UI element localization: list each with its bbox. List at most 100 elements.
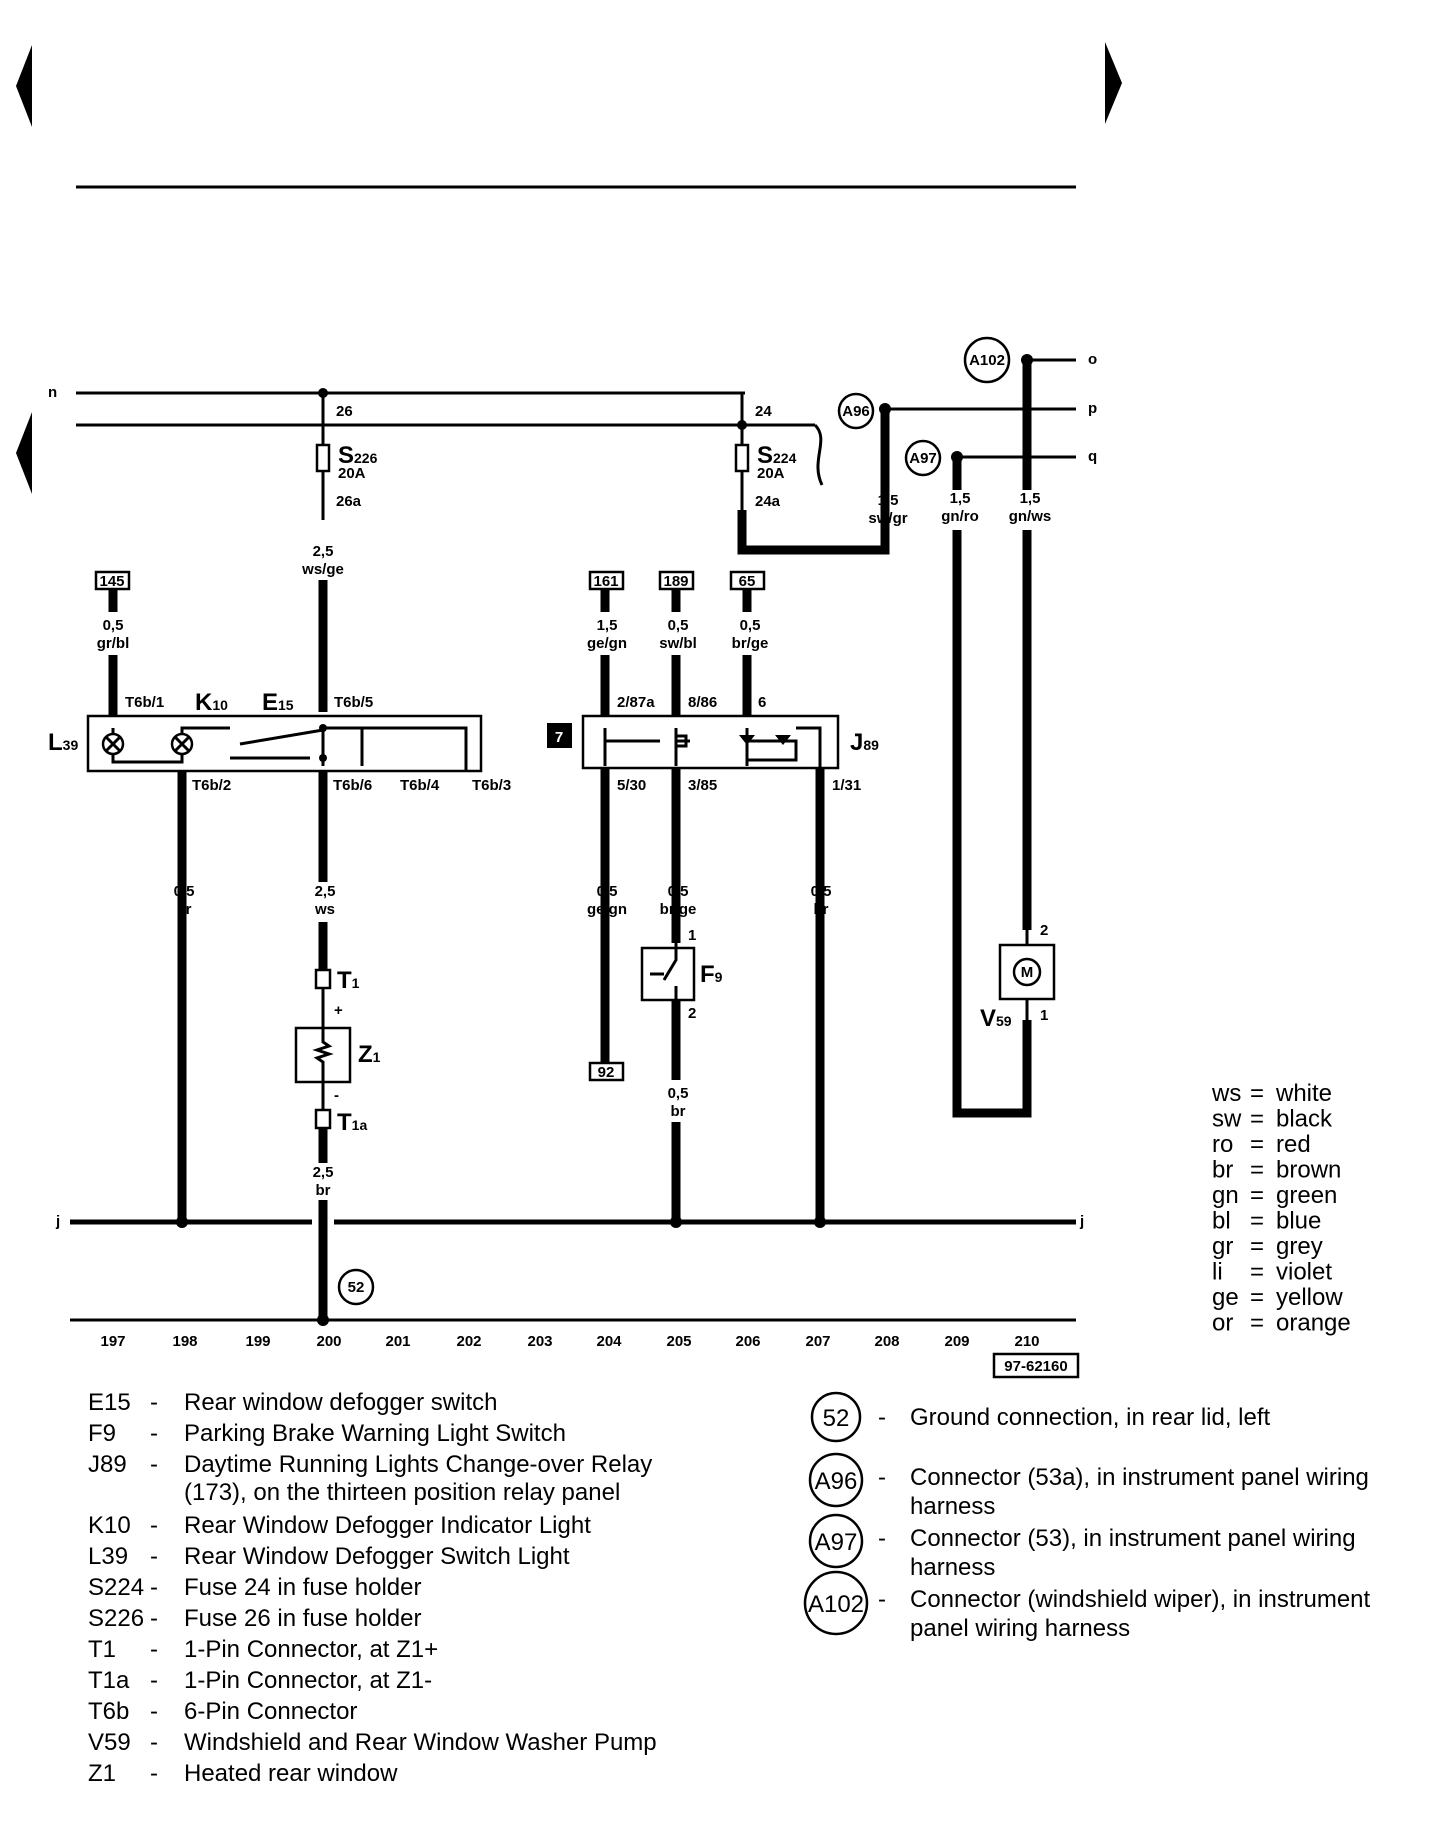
color-name: white — [1275, 1080, 1332, 1107]
connector-legend-circle — [808, 1513, 864, 1569]
v59-label-main: V — [980, 1005, 996, 1032]
color-code: bl — [1212, 1208, 1231, 1235]
connector-legend-code: 52 — [823, 1405, 850, 1432]
pin-6: 6 — [758, 694, 766, 711]
w-swgr-color: sw/gr — [868, 510, 907, 527]
color-name: violet — [1276, 1259, 1332, 1286]
w-gnws-color: gn/ws — [1009, 508, 1052, 525]
w-131-color: br — [814, 901, 829, 918]
legend-code: F9 — [88, 1420, 116, 1447]
w-530-color: ge/gn — [587, 901, 627, 918]
pin-385: 3/85 — [688, 777, 717, 794]
color-legend: ws=whitesw=blackro=redbr=browngn=greenbl… — [1211, 1080, 1351, 1337]
color-name: grey — [1276, 1233, 1323, 1260]
connector-legend-circle — [810, 1391, 862, 1443]
color-eq: = — [1250, 1182, 1264, 1209]
s224-name-sub: 224 — [773, 450, 797, 466]
rail-upper2-break — [813, 423, 824, 486]
connector-a96 — [837, 392, 875, 430]
z1-minus: - — [334, 1087, 339, 1104]
axis-column-label: 205 — [666, 1333, 691, 1350]
prev-sheet-arrow-icon[interactable] — [16, 412, 32, 494]
connector-legend-circle — [808, 1452, 864, 1508]
connector-t1 — [314, 968, 332, 990]
s226-name-main: S — [338, 442, 354, 469]
diagram-id-box — [992, 1352, 1080, 1379]
color-eq: = — [1250, 1157, 1264, 1184]
legend-dash: - — [150, 1512, 158, 1539]
w-z1-color: br — [316, 1182, 331, 1199]
a97-label: A97 — [909, 450, 937, 467]
axis-column-label: 200 — [316, 1333, 341, 1350]
color-code: ws — [1211, 1080, 1241, 1107]
color-eq: = — [1250, 1284, 1264, 1311]
w-t6b2-size: 0,5 — [174, 883, 195, 900]
relay-position-box — [547, 723, 572, 748]
motor-label: M — [1021, 964, 1034, 981]
color-code: gr — [1212, 1233, 1233, 1260]
legend-text: 1-Pin Connector, at Z1+ — [184, 1636, 438, 1663]
prev-page-arrow-icon[interactable] — [16, 45, 32, 127]
z1-plus: + — [334, 1002, 343, 1019]
pin-t6b3: T6b/3 — [472, 777, 511, 794]
legend-dash: - — [150, 1543, 158, 1570]
connector-t1a — [314, 1108, 332, 1130]
ref-92: 92 — [598, 1064, 615, 1081]
f9-label-main: F — [700, 961, 715, 988]
e15-label-main: E — [262, 689, 278, 716]
v59-pin1: 1 — [1040, 1007, 1048, 1024]
pin-530: 5/30 — [617, 777, 646, 794]
component-legend: E15-Rear window defogger switchF9-Parkin… — [88, 1389, 657, 1787]
fuse-s226 — [315, 443, 331, 473]
s226-out-pin: 26a — [336, 493, 362, 510]
l39-label-main: L — [48, 729, 63, 756]
color-name: red — [1276, 1131, 1311, 1158]
axis-column-label: 197 — [100, 1333, 125, 1350]
f9-label-sub: 9 — [715, 969, 723, 985]
color-code: ro — [1212, 1131, 1233, 1158]
node-j-205 — [670, 1216, 682, 1228]
rail-n-label: n — [48, 384, 57, 401]
e15-label-sub: 15 — [278, 697, 294, 713]
w-z1-size: 2,5 — [313, 1164, 334, 1181]
color-code: gn — [1212, 1182, 1239, 1209]
switch-f9-contact — [650, 943, 678, 1000]
legend-dash: - — [150, 1698, 158, 1725]
legend-code: K10 — [88, 1512, 131, 1539]
fuse-s224 — [734, 443, 750, 473]
w-131-size: 0,5 — [811, 883, 832, 900]
w-189-size: 0,5 — [668, 617, 689, 634]
w-gnro-color: gn/ro — [941, 508, 979, 525]
color-eq: = — [1250, 1106, 1264, 1133]
legend-code: L39 — [88, 1543, 128, 1570]
w-530-size: 0,5 — [597, 883, 618, 900]
f9-pin2: 2 — [688, 1005, 696, 1022]
s224-name: S224 — [757, 442, 797, 469]
legend-code: V59 — [88, 1729, 131, 1756]
next-page-arrow-icon[interactable] — [1105, 42, 1122, 124]
rail-j-left-label: j — [55, 1213, 60, 1230]
w-f9-size: 0,5 — [668, 1085, 689, 1102]
diode-1-icon — [739, 735, 755, 745]
w-145-size: 0,5 — [103, 617, 124, 634]
pin-t6b2: T6b/2 — [192, 777, 231, 794]
rail-q-label: q — [1088, 448, 1097, 465]
legend-text: 1-Pin Connector, at Z1- — [184, 1667, 432, 1694]
ref-189: 189 — [663, 573, 688, 590]
v59-label-sub: 59 — [996, 1013, 1012, 1029]
connector-legend-line2: panel wiring harness — [910, 1615, 1130, 1642]
k10-label-main: K — [195, 689, 213, 716]
legend-code: T1 — [88, 1636, 116, 1663]
axis-column-label: 209 — [944, 1333, 969, 1350]
s224-out-pin: 24a — [755, 493, 781, 510]
t1a-label-main: T — [337, 1109, 352, 1136]
motor-icon — [1012, 957, 1042, 987]
w-161-size: 1,5 — [597, 617, 618, 634]
color-eq: = — [1250, 1208, 1264, 1235]
j89-label-main: J — [850, 729, 863, 756]
node-j-207 — [814, 1216, 826, 1228]
pin-t6b6: T6b/6 — [333, 777, 372, 794]
node-j-198 — [176, 1216, 188, 1228]
connector-legend-code: A96 — [815, 1468, 858, 1495]
